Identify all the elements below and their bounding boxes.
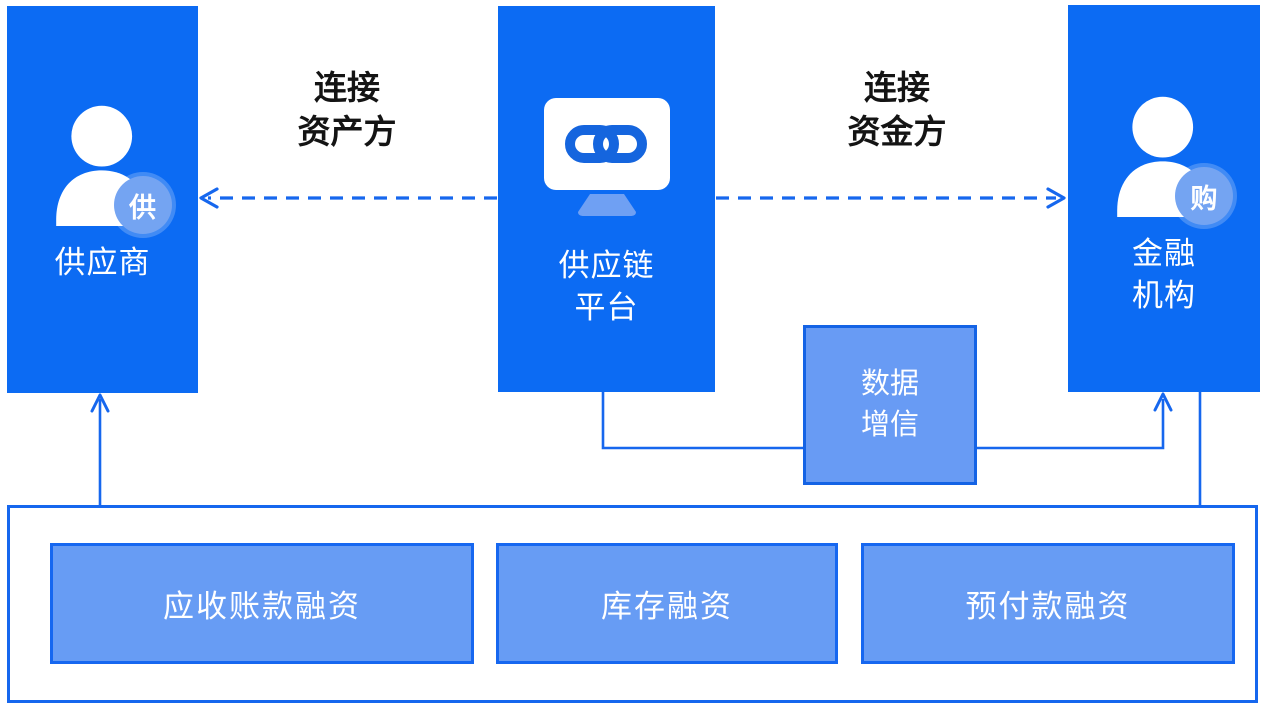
platform-label-line2: 平台 (574, 290, 639, 325)
supplier-node: 供 供应商 (7, 6, 198, 393)
finance-label-line1: 金融 (1132, 236, 1196, 271)
asset-link-arrow (199, 187, 497, 209)
fund-link-arrow (716, 187, 1066, 209)
supplier-label: 供应商 (54, 245, 151, 280)
finance-badge: 购 (1175, 167, 1233, 225)
monitor-chain-icon (534, 94, 680, 223)
platform-label: 供应链 平台 (559, 245, 655, 329)
connect-fund-line1: 连接 (864, 69, 930, 106)
data-credit-line2: 增信 (860, 409, 919, 441)
finance-avatar: 购 (1103, 93, 1233, 225)
connect-asset-label: 连接 资产方 (237, 66, 457, 154)
connect-fund-label: 连接 资金方 (787, 66, 1007, 154)
platform-label-line1: 供应链 (558, 248, 655, 283)
finance-label: 金融 机构 (1132, 233, 1196, 317)
supplier-badge: 供 (113, 176, 172, 234)
product-inventory-financing: 库存融资 (496, 543, 838, 664)
finance-node: 购 金融 机构 (1068, 5, 1260, 392)
products-to-supplier-arrow (90, 393, 110, 506)
finance-label-line2: 机构 (1132, 278, 1196, 313)
product-accounts-receivable-financing: 应收账款融资 (50, 543, 474, 664)
product-prepayment-financing: 预付款融资 (861, 543, 1235, 664)
data-credit-label: 数据 增信 (861, 364, 919, 446)
data-credit-box: 数据 增信 (803, 325, 977, 485)
connect-fund-line2: 资金方 (847, 113, 947, 150)
platform-node: 供应链 平台 (498, 6, 715, 392)
supplier-avatar: 供 (42, 102, 172, 234)
connect-asset-line2: 资产方 (297, 113, 397, 150)
connect-asset-line1: 连接 (314, 69, 380, 106)
data-credit-line1: 数据 (860, 368, 919, 400)
